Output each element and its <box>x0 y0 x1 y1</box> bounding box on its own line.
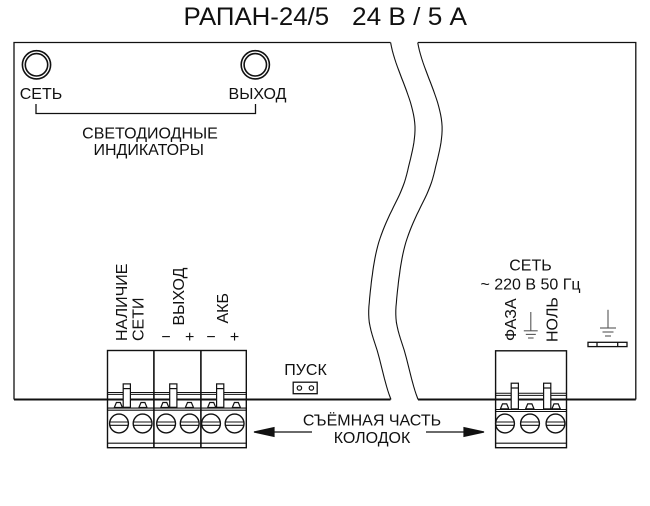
svg-text:КОЛОДОК: КОЛОДОК <box>334 430 411 447</box>
svg-text:ИНДИКАТОРЫ: ИНДИКАТОРЫ <box>93 142 203 159</box>
svg-text:ФАЗА: ФАЗА <box>503 298 520 341</box>
svg-text:РАПАН-24/5: РАПАН-24/5 <box>184 3 330 31</box>
svg-text:+: + <box>230 329 239 346</box>
svg-text:−: − <box>161 329 170 346</box>
svg-text:ВЫХОД: ВЫХОД <box>171 267 188 325</box>
svg-text:−: − <box>206 329 215 346</box>
svg-text:СЕТЬ: СЕТЬ <box>509 257 552 274</box>
svg-text:24 В / 5 А: 24 В / 5 А <box>352 3 467 31</box>
svg-text:СЕТЬ: СЕТЬ <box>20 86 63 103</box>
svg-text:СВЕТОДИОДНЫЕ: СВЕТОДИОДНЫЕ <box>82 126 218 143</box>
svg-text:СЕТИ: СЕТИ <box>131 298 148 342</box>
svg-text:ВЫХОД: ВЫХОД <box>229 86 287 103</box>
svg-text:НАЛИЧИЕ: НАЛИЧИЕ <box>114 264 131 341</box>
svg-text:~ 220 В 50 Гц: ~ 220 В 50 Гц <box>480 277 580 294</box>
svg-text:СЪЁМНАЯ ЧАСТЬ: СЪЁМНАЯ ЧАСТЬ <box>303 412 441 430</box>
svg-text:ПУСК: ПУСК <box>284 362 327 379</box>
svg-text:НОЛЬ: НОЛЬ <box>545 297 562 342</box>
svg-text:+: + <box>185 329 194 346</box>
svg-text:АКБ: АКБ <box>215 293 232 324</box>
